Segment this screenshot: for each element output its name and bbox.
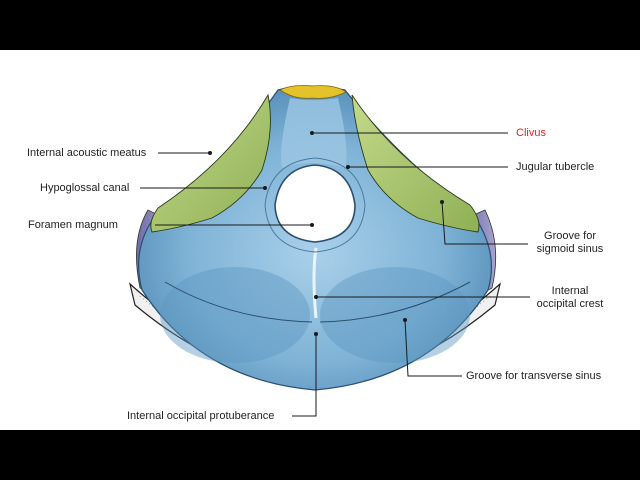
label-clivus: Clivus — [516, 127, 546, 139]
internal-occipital-crest-line — [312, 247, 318, 319]
label-hypoglossal-canal: Hypoglossal canal — [40, 182, 130, 194]
label-internal-occipital-crest-line1: Internal — [551, 285, 589, 297]
foramen-magnum-rim — [264, 157, 366, 253]
label-groove-sigmoid-line1: Groove for — [544, 230, 596, 242]
label-groove-sigmoid: Groove for sigmoid sinus — [530, 230, 610, 256]
label-jugular-tubercle: Jugular tubercle — [516, 161, 595, 173]
label-internal-acoustic-meatus: Internal acoustic meatus — [27, 147, 147, 159]
label-internal-occipital-crest: Internal occipital crest — [532, 285, 608, 311]
right-cerebellar-fossa — [320, 267, 470, 363]
right-petrous-part — [351, 94, 480, 233]
transverse-groove-left — [164, 281, 313, 323]
foramen-magnum-hole — [274, 164, 356, 243]
label-groove-transverse-sinus: Groove for transverse sinus — [466, 370, 602, 382]
transverse-groove-right — [319, 281, 471, 323]
leader-groove-transverse — [404, 319, 462, 377]
left-cerebellar-fossa — [160, 267, 310, 363]
leader-dots — [208, 131, 444, 336]
label-internal-occipital-protuberance: Internal occipital protuberance — [127, 410, 275, 422]
figure-area: Clivus Internal acoustic meatus Jugular … — [0, 50, 640, 430]
dorsum-sellae — [279, 85, 347, 99]
label-foramen-magnum: Foramen magnum — [28, 219, 118, 231]
label-groove-sigmoid-line2: sigmoid sinus — [536, 243, 604, 255]
occipital-bone-illustration — [128, 85, 530, 417]
leader-internal-occipital-protuberance — [292, 334, 317, 417]
leader-groove-sigmoid — [441, 201, 528, 245]
left-petrous-part — [150, 93, 271, 233]
leader-lines — [140, 132, 530, 417]
label-internal-occipital-crest-line2: occipital crest — [536, 298, 604, 310]
